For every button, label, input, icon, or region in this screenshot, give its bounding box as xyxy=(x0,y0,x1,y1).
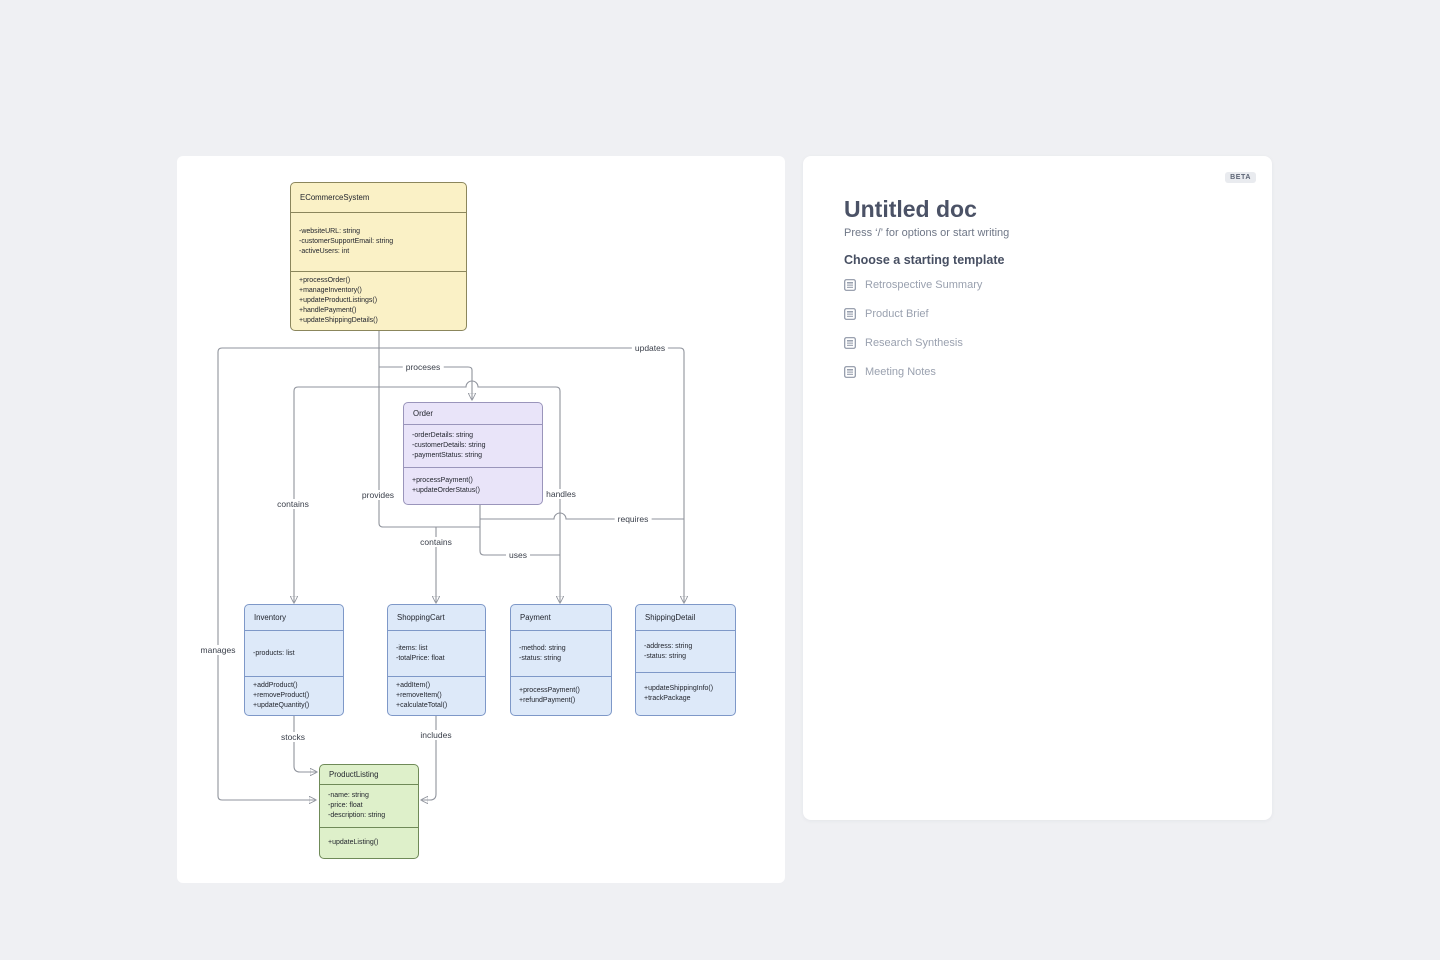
class-title: ShoppingCart xyxy=(388,605,485,631)
diagram-canvas[interactable]: ECommerceSystem -websiteURL: string -cus… xyxy=(177,156,785,883)
template-item-research-synthesis[interactable]: Research Synthesis xyxy=(844,328,982,357)
class-payment[interactable]: Payment -method: string -status: string … xyxy=(510,604,612,716)
class-attribute: -products: list xyxy=(253,649,295,657)
class-method: +updateShippingDetails() xyxy=(299,317,378,324)
edge-label-uses: uses xyxy=(506,550,530,560)
edge-manages xyxy=(217,347,379,800)
edge-includes xyxy=(422,716,437,800)
class-method: +updateListing() xyxy=(328,839,379,846)
template-item-label: Product Brief xyxy=(865,307,929,320)
class-attribute: -description: string xyxy=(328,812,386,819)
edge-label-provides: provides xyxy=(358,490,398,500)
edge-main-trunk xyxy=(378,331,480,528)
class-attribute: -method: string xyxy=(519,644,566,652)
class-attribute: -paymentStatus: string xyxy=(412,452,483,459)
class-title: Order xyxy=(404,403,542,425)
edge-label-includes: includes xyxy=(417,730,455,740)
document-icon xyxy=(844,278,856,291)
class-attribute: -items: list xyxy=(396,644,428,652)
class-shoppingcart[interactable]: ShoppingCart -items: list -totalPrice: f… xyxy=(387,604,486,716)
class-method: +updateShippingInfo() xyxy=(644,685,714,692)
template-item-label: Research Synthesis xyxy=(865,336,963,349)
template-item-product-brief[interactable]: Product Brief xyxy=(844,299,982,328)
document-icon xyxy=(844,336,856,349)
class-attribute: -address: string xyxy=(644,642,693,650)
class-method: +updateOrderStatus() xyxy=(412,487,480,494)
class-method: +trackPackage xyxy=(644,695,691,702)
edge-label-contains-2: contains xyxy=(417,537,455,547)
edge-handles xyxy=(379,380,560,602)
template-item-retrospective-summary[interactable]: Retrospective Summary xyxy=(844,270,982,299)
class-method: +processPayment() xyxy=(412,477,473,484)
class-order[interactable]: Order -orderDetails: string -customerDet… xyxy=(403,402,543,505)
template-item-label: Meeting Notes xyxy=(865,365,936,378)
class-attribute: -status: string xyxy=(644,652,687,660)
edge-label-manages: manages xyxy=(197,645,239,655)
class-method: +processPayment() xyxy=(519,687,580,694)
class-method: +processOrder() xyxy=(299,277,351,284)
class-attribute: -orderDetails: string xyxy=(412,432,474,439)
edge-contains-inventory xyxy=(294,386,379,602)
edge-processes xyxy=(379,366,472,399)
edge-label-requires: requires xyxy=(614,514,652,524)
class-title: ECommerceSystem xyxy=(291,183,466,213)
class-method: +updateProductListings() xyxy=(299,297,378,304)
template-heading: Choose a starting template xyxy=(844,253,1005,267)
class-method: +removeItem() xyxy=(396,692,442,699)
doc-title[interactable]: Untitled doc xyxy=(844,196,977,222)
edge-label-handles: handles xyxy=(543,489,579,499)
class-attribute: -customerSupportEmail: string xyxy=(299,238,394,245)
class-method: +addItem() xyxy=(396,682,431,689)
doc-editor-placeholder[interactable]: Press ‘/’ for options or start writing xyxy=(844,227,1010,239)
beta-badge: BETA xyxy=(1225,172,1256,183)
class-method: +manageInventory() xyxy=(299,287,362,294)
class-ecommercesystem[interactable]: ECommerceSystem -websiteURL: string -cus… xyxy=(290,182,467,331)
diagram-edges xyxy=(217,331,785,883)
edge-label-updates: updates xyxy=(631,343,669,353)
class-method: +refundPayment() xyxy=(519,697,576,704)
class-title: Inventory xyxy=(245,605,343,631)
template-item-label: Retrospective Summary xyxy=(865,278,983,291)
edge-stocks xyxy=(293,716,316,772)
class-method: +updateQuantity() xyxy=(253,702,310,709)
class-method: +calculateTotal() xyxy=(396,702,448,709)
edge-label-processes: proceses xyxy=(402,362,444,372)
class-attribute: -name: string xyxy=(328,792,369,799)
class-title: ShippingDetail xyxy=(636,605,735,631)
template-item-meeting-notes[interactable]: Meeting Notes xyxy=(844,357,982,386)
class-method: +handlePayment() xyxy=(299,307,357,314)
edge-updates xyxy=(379,347,684,602)
edge-requires xyxy=(480,512,684,520)
class-method: +removeProduct() xyxy=(253,692,310,699)
edge-label-stocks: stocks xyxy=(277,732,309,742)
class-attribute: -status: string xyxy=(519,654,562,662)
class-attribute: -websiteURL: string xyxy=(299,228,361,235)
class-inventory[interactable]: Inventory -products: list +addProduct() … xyxy=(244,604,344,716)
document-icon xyxy=(844,365,856,378)
class-attribute: -price: float xyxy=(328,802,363,809)
class-method: +addProduct() xyxy=(253,682,298,689)
class-shippingdetail[interactable]: ShippingDetail -address: string -status:… xyxy=(635,604,736,716)
class-title: ProductListing xyxy=(320,765,418,785)
doc-panel: BETA Untitled doc Press ‘/’ for options … xyxy=(803,156,1272,820)
class-productlisting[interactable]: ProductListing -name: string -price: flo… xyxy=(319,764,419,859)
class-title: Payment xyxy=(511,605,611,631)
class-attribute: -activeUsers: int xyxy=(299,248,350,255)
template-list: Retrospective Summary Product Brief Rese… xyxy=(844,270,982,386)
class-attribute: -customerDetails: string xyxy=(412,442,486,449)
edge-label-contains: contains xyxy=(274,499,312,509)
document-icon xyxy=(844,307,856,320)
edge-uses xyxy=(479,505,560,556)
class-attribute: -totalPrice: float xyxy=(396,654,445,662)
